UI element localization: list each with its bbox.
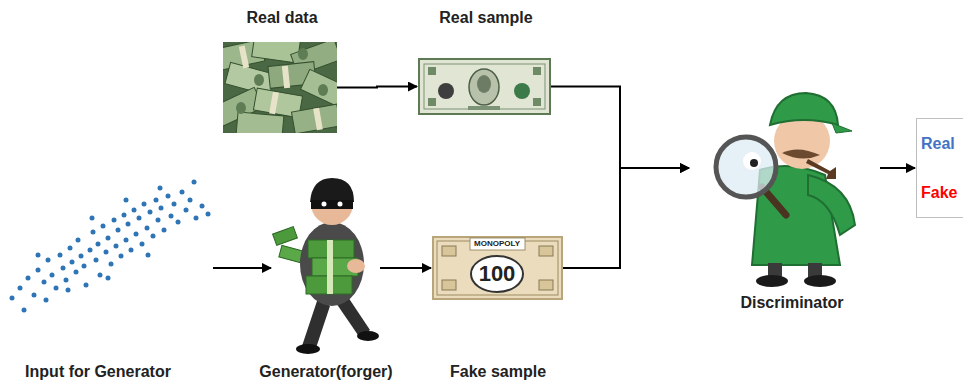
node-caption: Generator(forger) [259, 363, 392, 381]
flow-arrow [551, 87, 689, 169]
magnified-eye [743, 152, 761, 170]
note-body [433, 237, 562, 299]
output-box: RealFake [916, 118, 963, 218]
note-text: 100 [479, 263, 516, 285]
magnified-pupil [750, 159, 758, 167]
bill-banner [468, 106, 500, 110]
flow-arrow [380, 267, 431, 269]
note-oval [471, 256, 523, 292]
detective-hat [770, 93, 838, 125]
robber-body [300, 222, 364, 306]
dollar-bill [418, 58, 551, 115]
pile-bands [239, 46, 323, 131]
robber-beanie [310, 178, 354, 202]
output-label: Fake [921, 184, 957, 202]
pile-portraits [236, 48, 328, 114]
bill-corner [428, 67, 436, 75]
robber-shoe [357, 331, 379, 341]
node-caption: Input for Generator [25, 363, 171, 381]
bill-seal-left [438, 83, 454, 99]
flow-arrow [563, 168, 689, 268]
scatter-plot [8, 160, 213, 330]
image-node: Input for Generator [8, 160, 213, 330]
bill-frame [424, 64, 545, 109]
robber-mask [311, 200, 353, 209]
detective-mustache [782, 149, 820, 158]
node-caption: Real data [246, 9, 317, 27]
node-caption: Fake sample [450, 363, 546, 381]
image-node: Real data [223, 42, 337, 133]
bill-face [477, 75, 491, 93]
note-corner [442, 280, 456, 290]
flow-arrow [880, 167, 915, 169]
detective-arm [808, 175, 855, 235]
detective-shoe [804, 275, 836, 287]
pile-bills [223, 42, 337, 133]
robber-eye [322, 202, 327, 207]
image-node: Discriminator [690, 75, 880, 290]
detective-shoe [756, 275, 788, 287]
node-caption: Discriminator [740, 294, 843, 312]
image-node: Generator(forger) [272, 168, 380, 358]
detective-pipe [806, 159, 836, 179]
robber-leg [302, 298, 330, 348]
detective-figure [690, 75, 880, 290]
note-text: MONOPOLY [474, 240, 520, 248]
robber-figure [272, 168, 380, 358]
note-corner [442, 246, 456, 256]
scatter-dots [10, 180, 211, 313]
node-caption: Real sample [439, 9, 532, 27]
magnifier-lens [716, 137, 776, 197]
note-header [470, 238, 525, 250]
output-label: Real [921, 135, 955, 153]
note-corner [539, 280, 553, 290]
note-corner [539, 246, 553, 256]
flying-bills [273, 227, 304, 263]
robber-eye [338, 202, 343, 207]
bill-portrait [469, 69, 499, 105]
money-pile [223, 42, 337, 133]
robber-hand [347, 259, 365, 273]
flow-arrow [337, 87, 417, 88]
detective-hat-brim [832, 123, 852, 133]
bill-seal-right [514, 83, 530, 99]
image-node: Fake sampleMONOPOLY100 [432, 236, 563, 300]
bill-corner [533, 67, 541, 75]
bill-body [419, 59, 550, 114]
image-node: Real sample [418, 58, 551, 115]
robber-shoe [296, 344, 320, 354]
bill-corner [428, 98, 436, 106]
bill-corner [533, 98, 541, 106]
flow-arrow [213, 267, 271, 269]
